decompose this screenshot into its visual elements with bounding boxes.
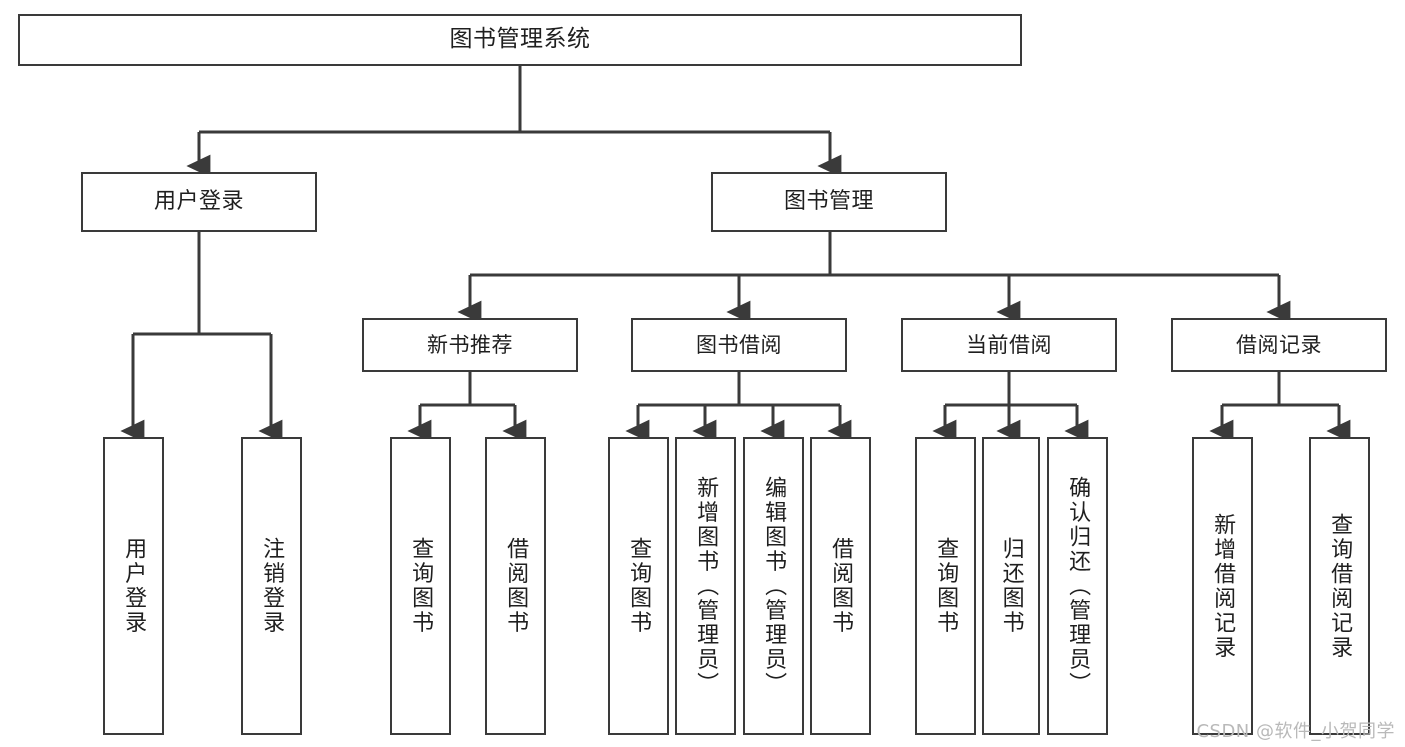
leaf-query-book-current[interactable]: 查询图书 xyxy=(915,437,976,735)
node-label: 查询图书 xyxy=(933,537,959,635)
node-current-borrow[interactable]: 当前借阅 xyxy=(901,318,1117,372)
leaf-query-book-borrow[interactable]: 查询图书 xyxy=(608,437,669,735)
node-label: 查询图书 xyxy=(626,537,652,635)
node-label: 注销登录 xyxy=(259,537,285,635)
node-book-borrow[interactable]: 图书借阅 xyxy=(631,318,847,372)
leaf-add-borrow-record[interactable]: 新增借阅记录 xyxy=(1192,437,1253,735)
node-user-login[interactable]: 用户登录 xyxy=(81,172,317,232)
node-new-book-recommend[interactable]: 新书推荐 xyxy=(362,318,578,372)
node-label: 图书管理系统 xyxy=(449,26,591,53)
leaf-logout[interactable]: 注销登录 xyxy=(241,437,302,735)
leaf-query-book-recommend[interactable]: 查询图书 xyxy=(390,437,451,735)
node-label: 新增借阅记录 xyxy=(1210,512,1236,660)
node-label: 用户登录 xyxy=(121,537,147,635)
leaf-borrow-book-recommend[interactable]: 借阅图书 xyxy=(485,437,546,735)
leaf-return-book[interactable]: 归还图书 xyxy=(982,437,1040,735)
leaf-confirm-return-admin[interactable]: 确认归还（管理员） xyxy=(1047,437,1108,735)
node-book-management[interactable]: 图书管理 xyxy=(711,172,947,232)
leaf-edit-book-admin[interactable]: 编辑图书（管理员） xyxy=(743,437,804,735)
node-root-system[interactable]: 图书管理系统 xyxy=(18,14,1022,66)
node-label: 借阅记录 xyxy=(1236,332,1322,357)
node-label: 查询图书 xyxy=(408,537,434,635)
leaf-query-borrow-record[interactable]: 查询借阅记录 xyxy=(1309,437,1370,735)
leaf-borrow-book[interactable]: 借阅图书 xyxy=(810,437,871,735)
node-label: 新增图书（管理员） xyxy=(693,475,719,697)
node-label: 查询借阅记录 xyxy=(1327,512,1353,660)
leaf-user-login[interactable]: 用户登录 xyxy=(103,437,164,735)
node-label: 图书借阅 xyxy=(696,332,782,357)
node-label: 新书推荐 xyxy=(427,332,513,357)
node-label: 归还图书 xyxy=(998,537,1024,635)
node-label: 当前借阅 xyxy=(966,332,1052,357)
node-borrow-record[interactable]: 借阅记录 xyxy=(1171,318,1387,372)
node-label: 编辑图书（管理员） xyxy=(761,475,787,697)
node-label: 用户登录 xyxy=(153,189,244,215)
leaf-add-book-admin[interactable]: 新增图书（管理员） xyxy=(675,437,736,735)
node-label: 确认归还（管理员） xyxy=(1065,475,1091,697)
node-label: 借阅图书 xyxy=(503,537,529,635)
node-label: 图书管理 xyxy=(783,189,874,215)
node-label: 借阅图书 xyxy=(828,537,854,635)
